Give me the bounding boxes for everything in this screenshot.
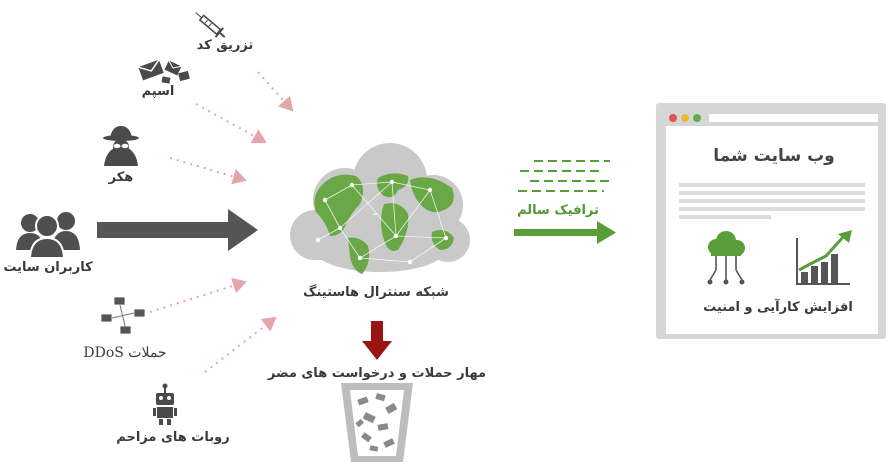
threat-arrows — [149, 71, 294, 373]
label-healthy-traffic: ترافیک سالم — [517, 203, 599, 218]
users-traffic-arrow — [97, 209, 258, 251]
browser-close-dot — [669, 114, 677, 122]
traffic-dash-lines — [518, 160, 610, 192]
label-bad-bots: روبات های مزاحم — [116, 430, 230, 445]
growth-chart-icon — [796, 230, 852, 285]
arrow-bots — [204, 316, 277, 373]
browser-minimize-dot — [681, 114, 689, 122]
hacker-spy-icon — [103, 126, 139, 166]
label-attack-filter: مهار حملات و درخواست های مضر — [267, 366, 487, 381]
arrow-code-injection — [257, 71, 294, 112]
label-ddos: حملات DDoS — [83, 345, 167, 361]
arrow-hacker — [169, 157, 247, 185]
label-hacker: هکر — [108, 170, 134, 185]
ddos-computers-icon — [100, 296, 146, 335]
block-down-arrow — [362, 321, 392, 360]
users-group-icon — [16, 212, 80, 259]
label-central-hosting-network: شبکه سنترال هاستینگ — [303, 285, 449, 300]
text-placeholder-lines — [679, 183, 865, 219]
syringe-icon — [195, 12, 226, 38]
trash-bin-icon — [341, 383, 413, 462]
label-site-users: کاربران سایت — [3, 260, 93, 275]
network-tree-icon — [707, 231, 745, 285]
arrow-ddos — [149, 277, 247, 313]
robot-icon — [153, 383, 177, 425]
arrow-spam — [195, 103, 267, 144]
label-code-injection: تزریق کد — [196, 38, 254, 53]
browser-address-bar — [709, 114, 878, 122]
ddos-links — [111, 304, 135, 327]
website-browser-window — [656, 103, 886, 339]
healthy-traffic-arrow — [514, 221, 616, 244]
label-performance-security: افزایش کارآیی و امنیت — [703, 300, 853, 315]
browser-maximize-dot — [693, 114, 701, 122]
world-cloud-network-icon — [290, 143, 470, 274]
label-spam: اسپم — [141, 84, 175, 99]
spam-envelopes-icon — [138, 59, 190, 84]
website-title: وب سایت شما — [713, 146, 835, 166]
